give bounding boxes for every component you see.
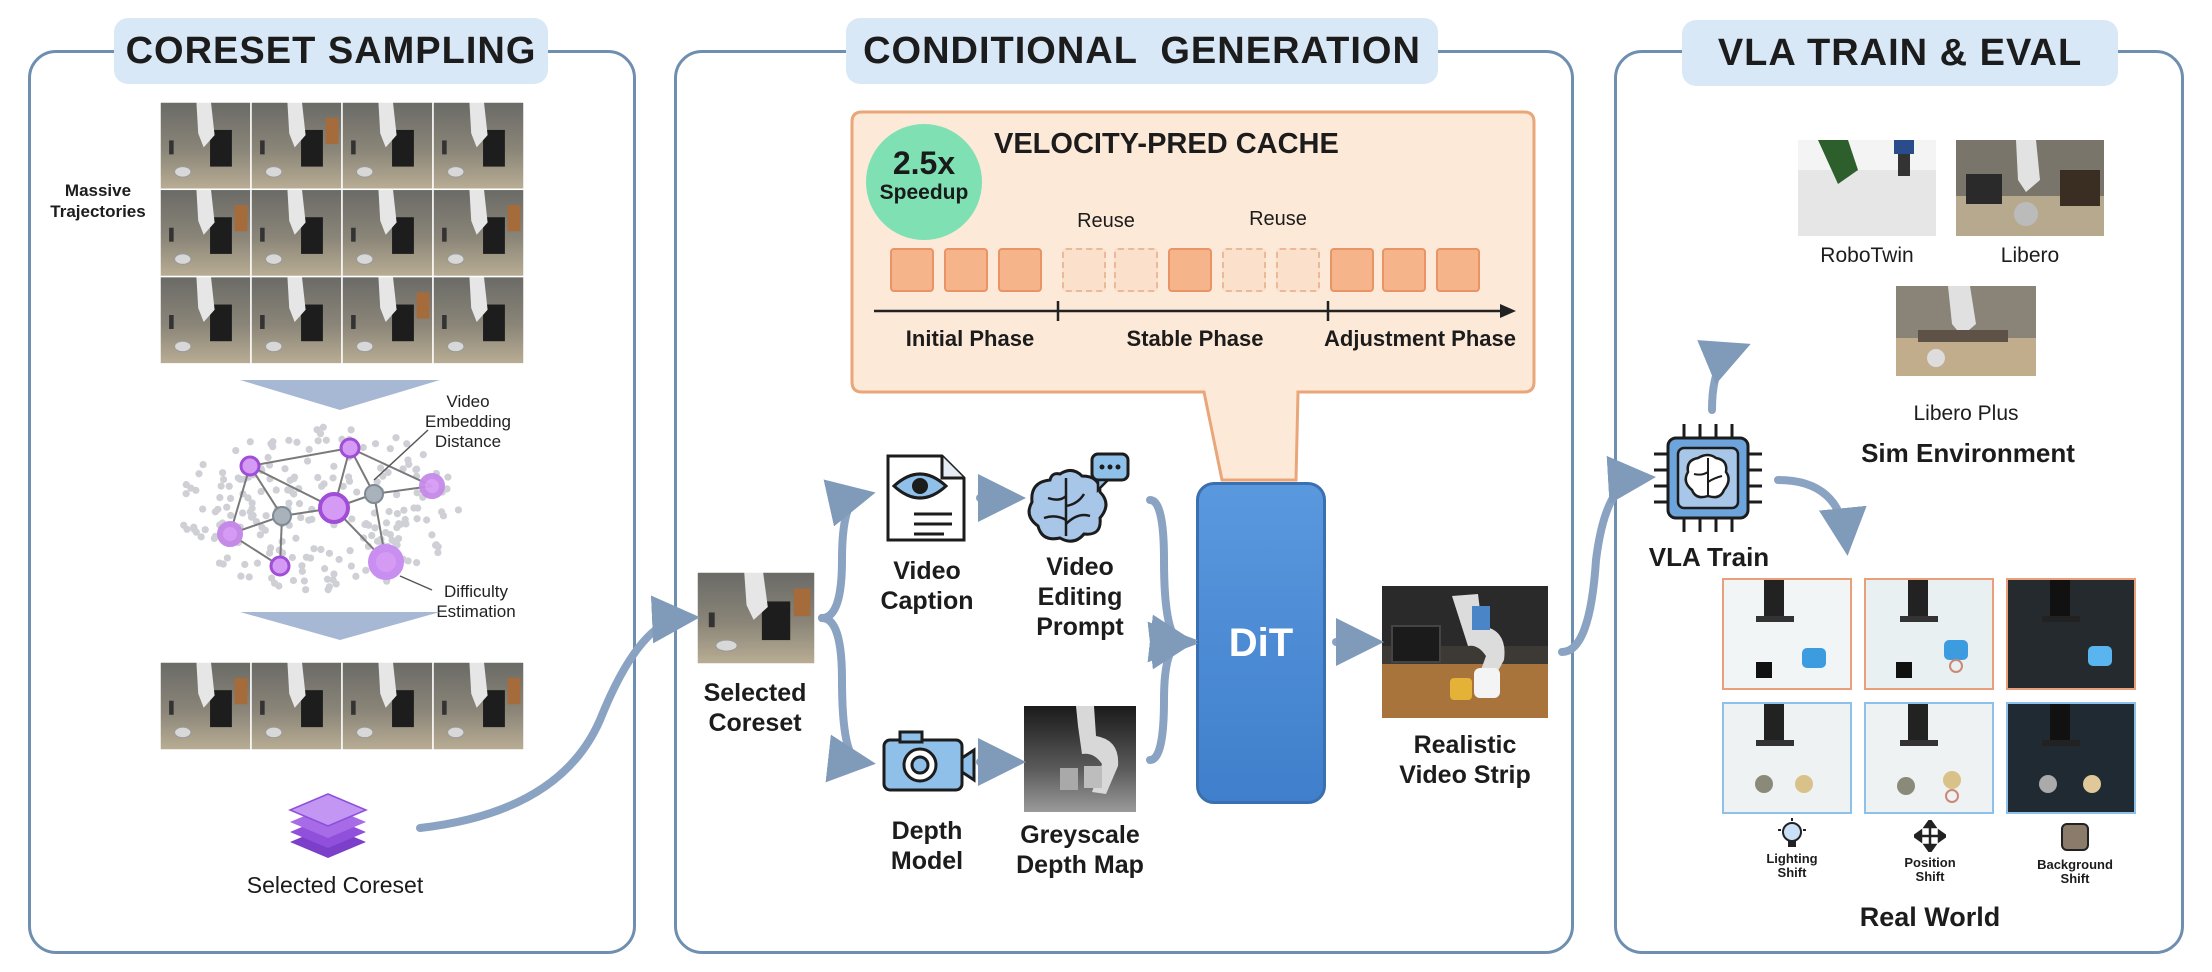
real-world-label: Real World (1859, 902, 2001, 932)
real-world-background-bottom (2006, 702, 2136, 814)
real-thumb-3 (2008, 580, 2134, 688)
selected-coreset-label: Selected Coreset (703, 679, 807, 737)
real-world-position-top (1864, 578, 1994, 690)
libero-plus-label: Libero Plus (1913, 402, 2019, 425)
dit-label: DiT (1228, 621, 1294, 665)
position-shift-label: Position Shift (1904, 855, 1956, 884)
libero-render (1956, 140, 2104, 236)
cache-step-4-reused (1062, 248, 1106, 292)
realistic-video-render (1382, 586, 1548, 718)
trajectory-grid-image (159, 101, 525, 365)
brain-chat-icon (1027, 452, 1130, 543)
cache-step-11 (1436, 248, 1480, 292)
lighting-shift-label: Lighting Shift (1766, 851, 1818, 880)
real-world-lighting-top (1722, 578, 1852, 690)
video-embedding-distance-label: Video Embedding Distance (424, 392, 511, 451)
difficulty-leader-line (399, 575, 433, 591)
embedding-graph (180, 423, 463, 594)
libero-thumbnail (1956, 140, 2104, 236)
vla-train-label: VLA Train (1648, 542, 1770, 572)
libero-label: Libero (2000, 244, 2060, 267)
real-thumb-2 (1866, 580, 1992, 688)
cache-step-5-reused (1114, 248, 1158, 292)
layers-stack-icon (288, 793, 368, 858)
reuse-label-1: Reuse (1077, 210, 1135, 232)
dit-block: DiT (1196, 482, 1326, 804)
camera-icon (882, 730, 976, 792)
coreset-selected-label: Selected Coreset (246, 872, 424, 898)
coreset-thumb-image (696, 571, 816, 665)
vla-train-eval-title: VLA TRAIN & EVAL (1682, 20, 2118, 86)
lightbulb-icon (1778, 818, 1806, 847)
greyscale-depth-map-image (1024, 706, 1136, 812)
video-editing-prompt-label: Video Editing Prompt (1036, 553, 1124, 641)
cache-step-10 (1382, 248, 1426, 292)
cache-callout-shape (850, 110, 1536, 482)
cache-step-1 (890, 248, 934, 292)
coreset-sampling-title: CORESET SAMPLING (114, 18, 548, 84)
video-caption-label: Video Caption (880, 557, 974, 615)
phase-adjustment-label: Adjustment Phase (1324, 326, 1516, 351)
trajectory-grid (159, 101, 525, 365)
background-shift-label: Background Shift (2037, 857, 2113, 886)
speedup-label: Speedup (879, 181, 969, 204)
cache-title: VELOCITY-PRED CACHE (994, 128, 1339, 160)
robotwin-thumbnail (1798, 140, 1936, 236)
eye-document-icon (886, 454, 966, 542)
move-arrows-icon (1914, 820, 1946, 852)
real-world-background-top (2006, 578, 2136, 690)
cache-step-7-reused (1222, 248, 1266, 292)
real-world-lighting-bottom (1722, 702, 1852, 814)
depth-map-render (1024, 706, 1136, 812)
real-thumb-1 (1724, 580, 1850, 688)
selected-trajectory-strip (159, 661, 525, 751)
real-world-position-bottom (1864, 702, 1994, 814)
massive-trajectories-label: Massive Trajectories (50, 181, 146, 221)
funnel-arrow-bottom (240, 612, 440, 640)
cache-step-2 (944, 248, 988, 292)
selected-strip-image (159, 661, 525, 751)
robotwin-render (1798, 140, 1936, 236)
phase-initial-label: Initial Phase (905, 326, 1035, 351)
robotwin-label: RoboTwin (1820, 244, 1914, 267)
distance-leader-line (373, 429, 429, 481)
real-thumb-5 (1866, 704, 1992, 812)
sim-environment-label: Sim Environment (1861, 438, 2075, 468)
background-texture-icon (2061, 823, 2089, 851)
phase-stable-label: Stable Phase (1126, 326, 1264, 351)
graph-nodes (217, 437, 445, 580)
greyscale-depth-map-label: Greyscale Depth Map (1016, 821, 1144, 879)
real-thumb-4 (1724, 704, 1850, 812)
cache-step-9 (1330, 248, 1374, 292)
conditional-generation-title: CONDITIONAL GENERATION (846, 18, 1438, 84)
cache-step-8-reused (1276, 248, 1320, 292)
real-thumb-6 (2008, 704, 2134, 812)
cache-step-3 (998, 248, 1042, 292)
reuse-label-2: Reuse (1249, 208, 1307, 230)
selected-coreset-thumbnail (696, 571, 816, 665)
depth-model-label: Depth Model (890, 817, 964, 875)
phase-timeline-axis (874, 301, 1516, 321)
speedup-badge: 2.5x Speedup (866, 124, 982, 240)
realistic-video-strip-label: Realistic Video Strip (1399, 731, 1531, 789)
realistic-video-strip-image (1382, 586, 1548, 718)
funnel-arrow-top (240, 380, 440, 410)
libero-plus-render (1896, 286, 2036, 376)
vla-chip-brain-icon (1654, 424, 1762, 532)
libero-plus-thumbnail (1896, 286, 2036, 376)
cache-step-6 (1168, 248, 1212, 292)
speedup-value: 2.5x (892, 145, 956, 181)
